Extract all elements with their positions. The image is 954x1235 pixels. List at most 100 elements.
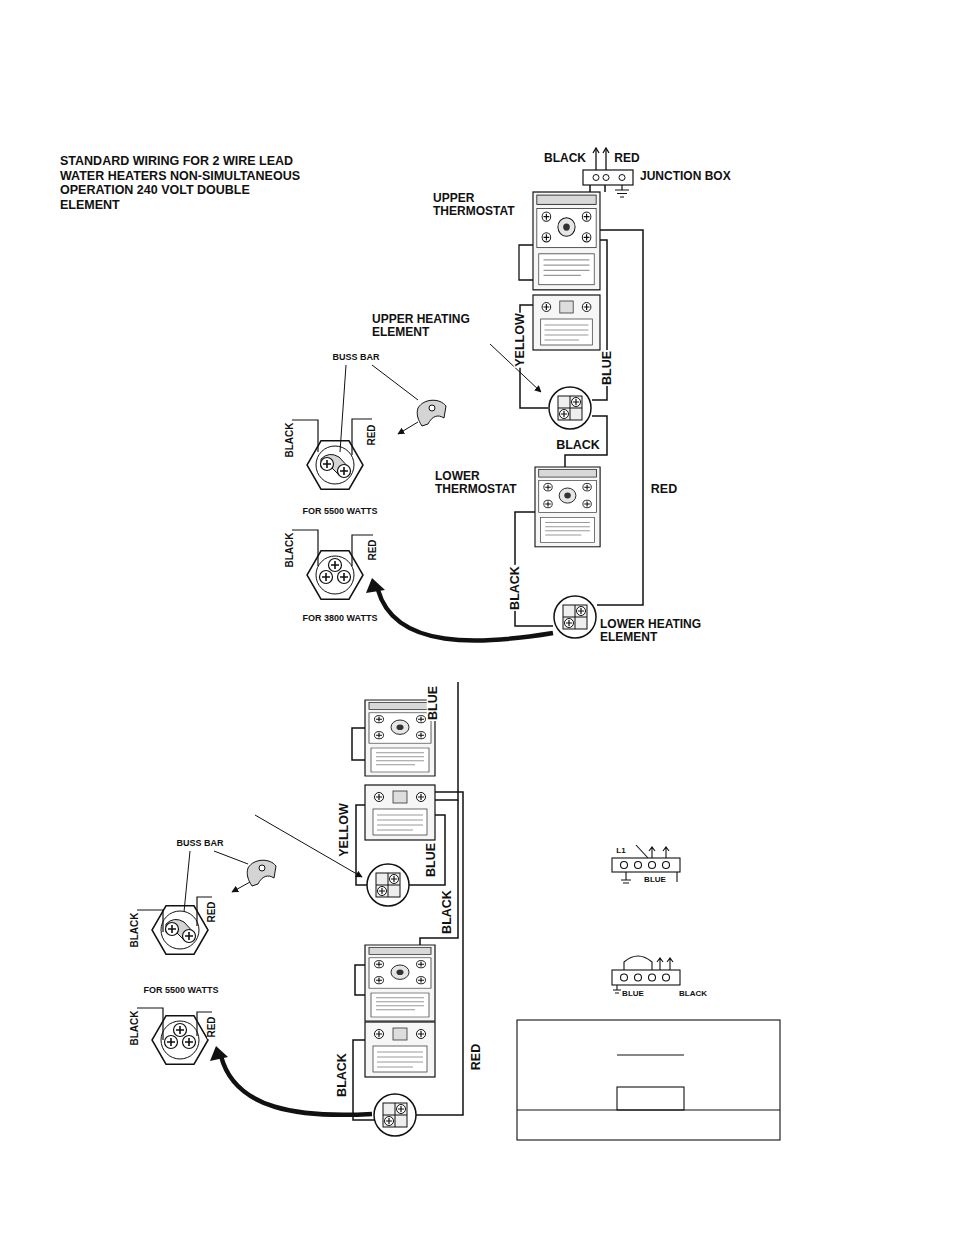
heating-element-drawing [554, 596, 596, 638]
terminal-label: BLACK [678, 990, 708, 998]
note: FOR 3800 WATTS [302, 614, 379, 623]
terminal-schematic [624, 956, 652, 970]
terminal-schematic [612, 970, 680, 985]
curved-arrow [366, 578, 553, 641]
terminal-schematic [663, 974, 670, 981]
wire [352, 728, 365, 760]
heating-element-drawing [549, 387, 596, 638]
terminal-schematic [649, 974, 656, 981]
element-face-drawing [307, 441, 363, 489]
wire-color-label: RED [367, 423, 377, 446]
node-label: LOWER HEATING ELEMENT [600, 618, 740, 644]
blank-table [517, 1020, 780, 1140]
curved-arrow [366, 578, 385, 593]
terminal-schematic [657, 958, 663, 970]
element-face-drawing [152, 860, 276, 1064]
thermostat-drawing [365, 1022, 435, 1077]
node-label: JUNCTION BOX [640, 170, 731, 183]
wire-color-label: BLACK [336, 1052, 349, 1098]
wire-color-label: BLACK [285, 532, 295, 569]
thermostat-drawing [533, 192, 600, 290]
wire [420, 800, 458, 945]
node-label: UPPER HEATING ELEMENT [372, 313, 504, 339]
wire [352, 682, 463, 1120]
wire-color-label: BLACK [509, 565, 522, 611]
curved-arrow [210, 1046, 372, 1115]
lower-thermostat: LOWER THERMOSTAT [535, 467, 600, 547]
supply-wires [593, 148, 599, 153]
jumper-wire [519, 245, 533, 280]
wire-color-label: RED [207, 900, 217, 923]
wire-color-label: BLUE [425, 842, 438, 878]
thermostat-drawing [533, 295, 600, 350]
junction-box-symbol [583, 170, 633, 185]
blank-table [617, 1087, 684, 1110]
face-wires [292, 419, 373, 566]
lower-heating-element: LOWER HEATING ELEMENT [553, 595, 597, 639]
wire-color-label: YELLOW [514, 312, 527, 367]
wire-color-label: BLACK [555, 439, 601, 452]
wire-color-label: BLACK [543, 152, 587, 164]
thermostat-drawing [365, 700, 435, 1077]
leader-line [372, 365, 418, 400]
element-face-drawing [307, 551, 363, 599]
wire [355, 965, 365, 995]
supply-wires [603, 148, 609, 153]
wire-color-label: RED [613, 152, 640, 164]
blank-table [617, 1054, 684, 1055]
terminal-label: L1 [615, 847, 626, 855]
element-face-drawing [307, 400, 446, 599]
blank-table [517, 1020, 780, 1140]
terminal-schematic [635, 974, 642, 981]
terminal-schematic [663, 847, 669, 858]
terminal-schematic [613, 985, 621, 993]
terminal-schematic [649, 862, 656, 869]
face-wires [137, 897, 212, 1040]
note: FOR 5500 WATTS [143, 986, 220, 995]
face-wires [292, 530, 318, 566]
thermostat-drawing [365, 785, 435, 840]
curved-arrow [378, 590, 553, 641]
element-face-drawing [152, 1016, 208, 1064]
thermostat-drawing [535, 467, 600, 547]
wire-color-label: RED [368, 538, 378, 561]
terminal-schematic [676, 872, 677, 882]
wire-color-label: BLACK [130, 912, 140, 949]
leader-line [398, 422, 418, 434]
terminal-label: BLUE [643, 876, 667, 884]
terminal-schematic [649, 847, 655, 858]
connector-layer [515, 185, 643, 626]
terminal-schematic [621, 872, 631, 883]
wire-color-label: BLUE [601, 350, 614, 386]
upper-thermostat: UPPER THERMOSTAT [533, 192, 600, 350]
thermostat-drawing [533, 192, 600, 547]
element-face-drawing [417, 400, 446, 426]
wire-color-label: BLACK [285, 422, 295, 459]
face-wires [292, 420, 318, 452]
junction-box-symbol [619, 175, 625, 181]
heating-element-drawing [367, 864, 416, 1136]
junction-box: JUNCTION BOX [583, 170, 633, 185]
junction-box-symbol [603, 175, 609, 181]
wire [416, 792, 463, 1115]
wire-color-label: BLUE [427, 685, 440, 721]
junction-box-symbol [583, 170, 633, 185]
terminal-schematic [612, 858, 680, 872]
ground-symbol [615, 185, 629, 197]
note: FOR 5500 WATTS [302, 507, 379, 516]
leader-line [340, 365, 418, 452]
upper-heating-element: UPPER HEATING ELEMENT [548, 386, 592, 430]
terminal-schematic [636, 845, 648, 858]
terminal-schematic [663, 862, 670, 869]
leader-line [184, 815, 362, 912]
ground-symbol [615, 185, 629, 197]
wire [356, 805, 367, 885]
terminal-schematic [635, 862, 642, 869]
wire-connector [589, 185, 591, 192]
thermostat-drawing [365, 700, 435, 776]
terminal-schematic [667, 958, 673, 970]
heating-element-drawing [367, 864, 409, 906]
wire-color-label: BLACK [441, 889, 454, 935]
wire-color-label: BLACK [130, 1010, 140, 1047]
wire-color-label: RED [650, 483, 678, 496]
